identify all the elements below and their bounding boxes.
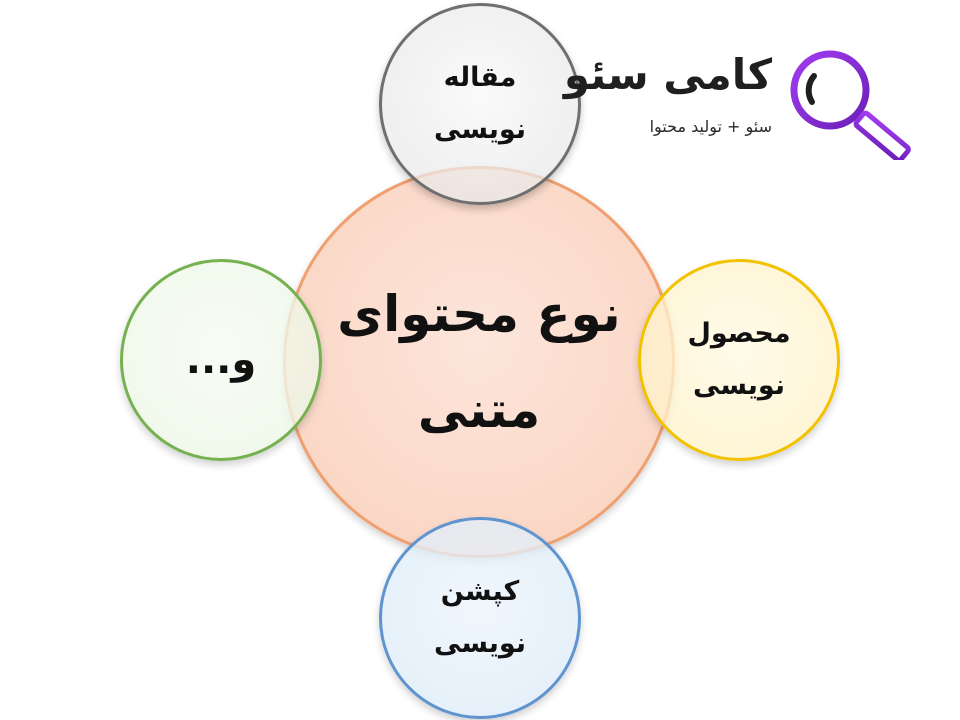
right-circle-label: محصول نویسی [687, 318, 791, 401]
left-circle-label: و... [185, 337, 257, 383]
bottom-circle: کپشن نویسی [379, 517, 581, 719]
bottom-circle-label: کپشن نویسی [434, 576, 526, 659]
magnifier-icon [790, 50, 911, 160]
left-circle: و... [120, 259, 322, 461]
top-circle: مقاله نویسی [379, 3, 581, 205]
right-circle: محصول نویسی [638, 259, 840, 461]
center-circle: نوع محتوای متنی [283, 166, 675, 558]
logo-wordmark: کامی سئو [563, 50, 772, 99]
brand-logo: کامی سئو سئو + تولید محتوا [564, 40, 932, 160]
top-circle-label: مقاله نویسی [434, 62, 526, 145]
center-label: نوع محتوای متنی [337, 285, 621, 439]
logo-tagline: سئو + تولید محتوا [649, 117, 772, 136]
